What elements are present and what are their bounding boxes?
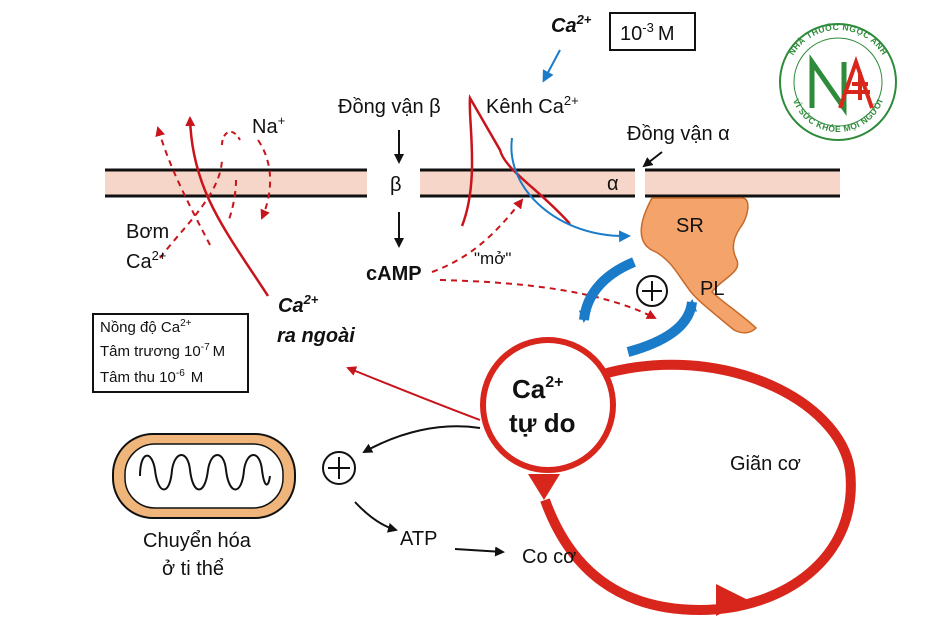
- ca-out-label-line1: Ca2+: [278, 292, 319, 317]
- contraction-cycle: [528, 359, 856, 616]
- sr-uptake-cycle-arrow: [626, 299, 698, 357]
- beta-receptor-symbol: β: [390, 174, 402, 196]
- pump-label-line2: Ca2+: [126, 248, 166, 273]
- pharmacy-logo: NHÀ THUỐC NGỌC ANH VÌ SỨC KHỎE MỌI NGƯỜI: [779, 21, 897, 141]
- ca-channel-label: Kênh Ca2+: [486, 93, 579, 118]
- pump-dashed-arrow-1: [159, 159, 223, 259]
- alpha-arrow: [642, 151, 663, 168]
- mito-to-atp-arrow: [354, 501, 398, 533]
- pump-na-loop-arrow: [221, 130, 241, 146]
- alpha-receptor-symbol: α: [607, 173, 619, 195]
- alpha-agonist-label: Đồng vận α: [627, 123, 730, 145]
- pump-dashed-arrow-2: [155, 126, 211, 246]
- sr-release-cycle-arrow: [578, 257, 636, 323]
- camp-to-channel-dashed-arrow: [431, 198, 524, 273]
- contract-label: Co cơ: [522, 546, 576, 568]
- cycle-arrowhead-bottom: [716, 584, 748, 616]
- relax-label: Giãn cơ: [730, 453, 801, 475]
- ca-out-arrow: [346, 366, 481, 421]
- external-concentration-box: [609, 12, 696, 51]
- free-ca-line2: tự do: [509, 408, 575, 438]
- logo-letter-n: [809, 54, 847, 116]
- logo-letter-a: [838, 55, 874, 109]
- beta-agonist-label: Đồng vận β: [338, 96, 441, 118]
- na-influx-dashed-arrow-2: [227, 179, 237, 223]
- atp-to-contraction-arrow: [454, 546, 505, 557]
- pl-label: PL: [700, 278, 724, 300]
- open-label: "mở": [474, 249, 511, 268]
- sr-label: SR: [676, 215, 704, 237]
- cycle-arrowhead-left: [528, 474, 560, 500]
- sarcoplasmic-reticulum: [640, 197, 758, 334]
- camp-label: cAMP: [366, 263, 422, 285]
- concentration-title: Nồng độ Ca2+: [100, 318, 192, 336]
- ca-channel-to-sr-arrow: [510, 137, 631, 243]
- external-ca-label: Ca2+: [551, 12, 592, 37]
- pump-label-line1: Bơm: [126, 221, 169, 243]
- free-ca-line1: Ca2+: [512, 374, 564, 404]
- external-ca-entry-arrow: [542, 49, 561, 83]
- cycle-loop-path: [540, 359, 856, 616]
- mito-label-line1: Chuyển hóa: [143, 530, 252, 552]
- mitochondrion: [112, 433, 296, 519]
- pump-ca-efflux-arrow: [185, 116, 270, 297]
- cell-membrane: [105, 168, 840, 198]
- free-calcium-circle: [480, 337, 616, 473]
- calcium-channel: [460, 93, 571, 227]
- free-ca-to-mito-arrow: [362, 425, 481, 453]
- membrane-segment-right: [645, 170, 840, 196]
- calcium-pump: [155, 116, 272, 297]
- ca-out-label-line2: ra ngoài: [277, 325, 355, 347]
- mito-label-line2: ở ti thể: [162, 558, 224, 580]
- na-label: Na+: [252, 113, 285, 138]
- camp-to-pl-dashed-arrow: [439, 279, 657, 319]
- atp-label: ATP: [400, 528, 437, 550]
- cytosolic-concentration-box: [92, 313, 249, 393]
